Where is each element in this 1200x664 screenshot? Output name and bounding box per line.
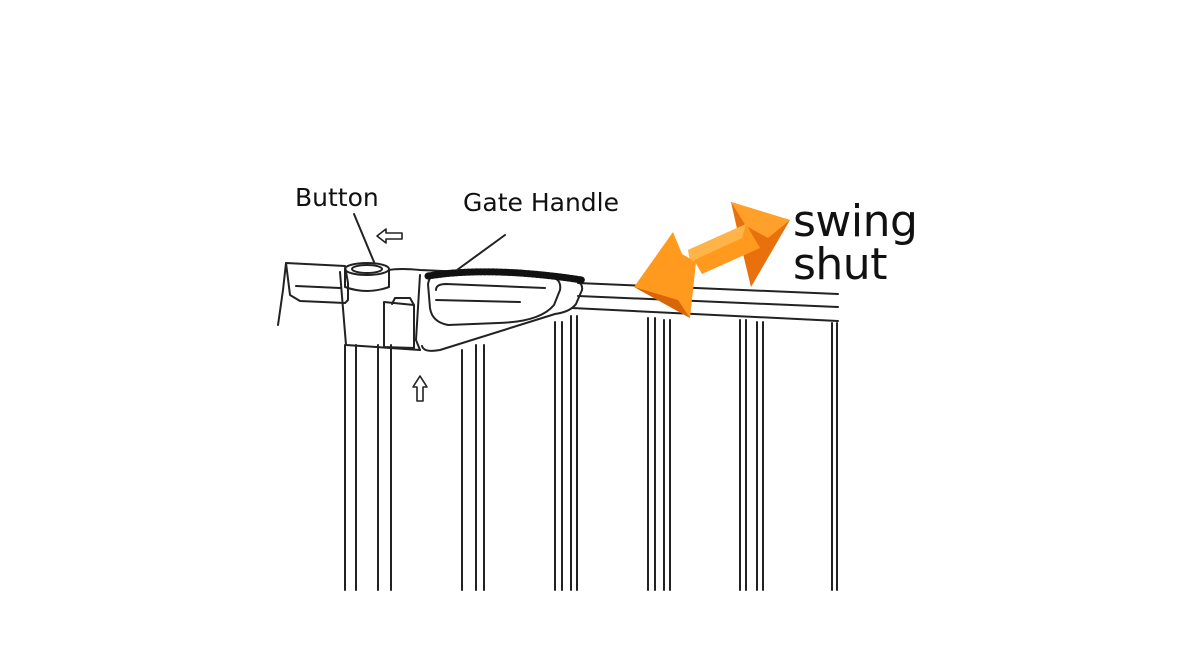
button-pointer-line: [353, 213, 375, 263]
arrow-up-icon: [412, 375, 428, 402]
swing-arrow-icon: [634, 202, 790, 318]
arrow-left-icon: [376, 228, 403, 244]
latch-body: [277, 262, 421, 351]
handle-grip: [424, 268, 586, 284]
handle-pointer-line: [456, 234, 506, 271]
gate-handle-label: Gate Handle: [463, 188, 619, 217]
shut-label: shut: [793, 239, 887, 290]
gate-bars: [344, 315, 838, 591]
swing-label: swing: [793, 196, 918, 247]
top-rail: [571, 282, 839, 322]
button-cylinder: [344, 262, 390, 292]
button-label: Button: [295, 183, 379, 212]
